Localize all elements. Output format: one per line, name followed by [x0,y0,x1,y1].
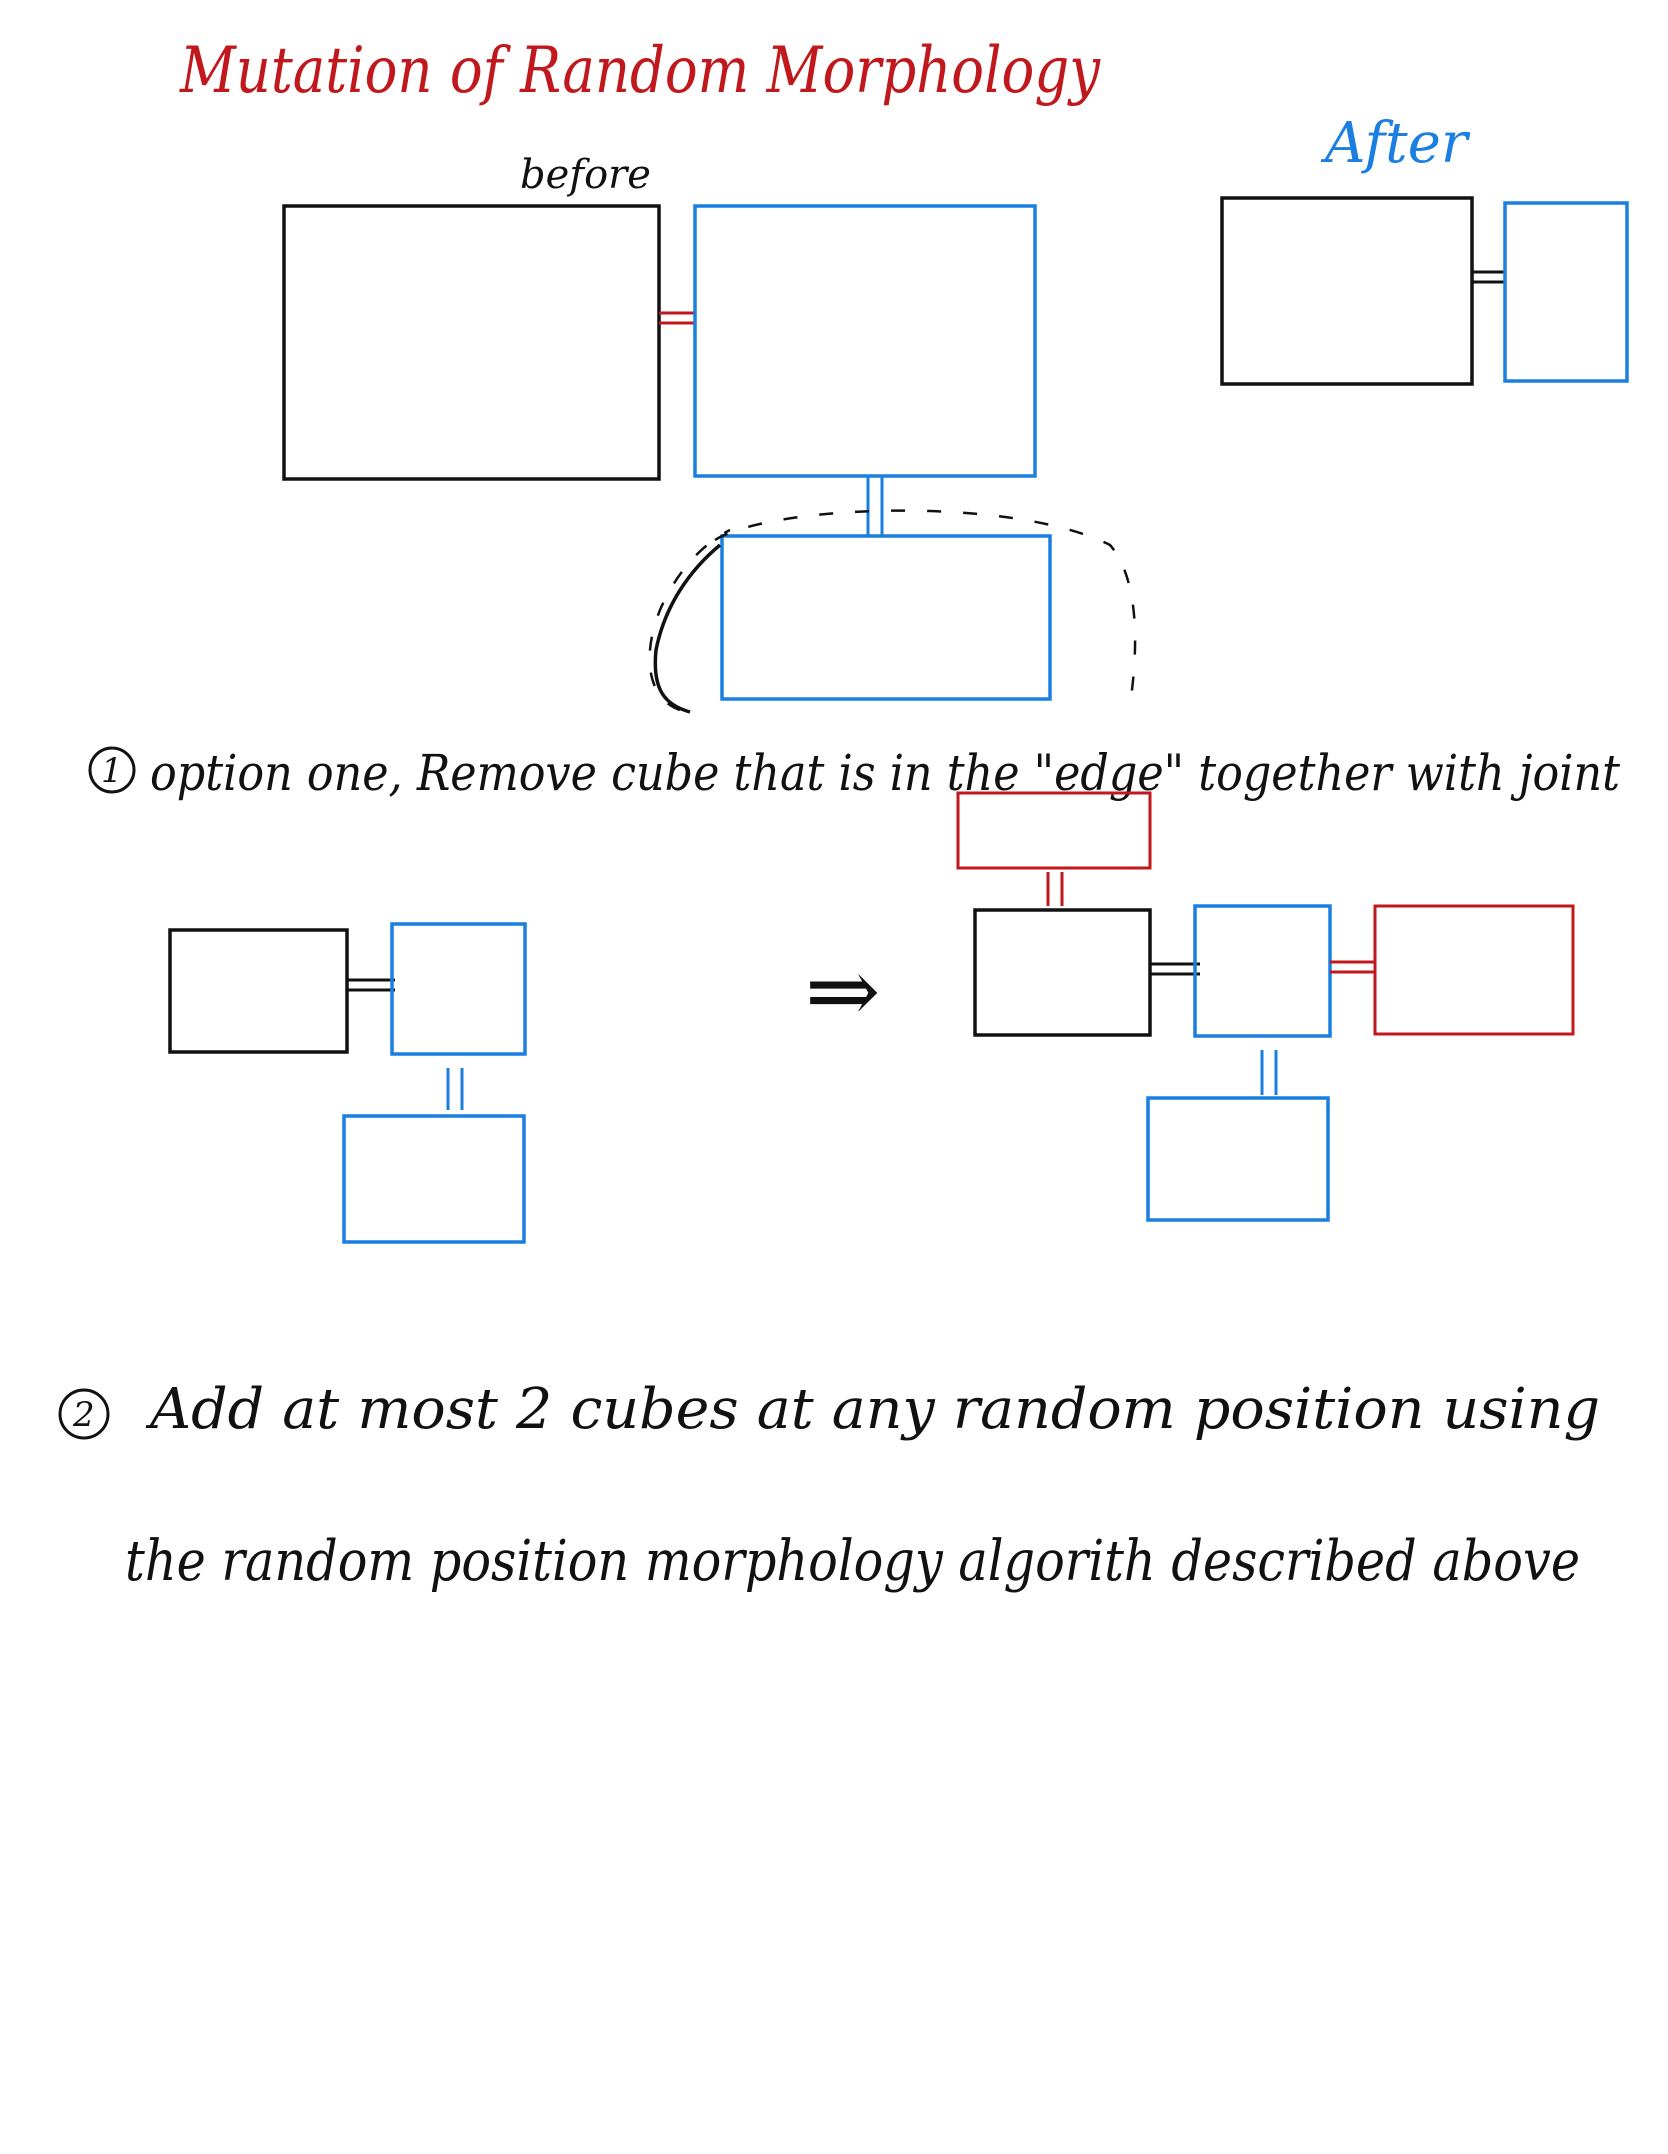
after-label: After [1320,111,1471,176]
example-left-blue-cube-right [390,922,527,1056]
example-right-red-joint-right [1330,960,1375,974]
diagram-title: Mutation of Random Morphology [179,34,1101,108]
option-two-marker [58,1388,110,1440]
before-red-joint [659,311,695,325]
option-two-line-2: the random position morphology algorith … [125,1529,1580,1594]
example-right-red-cube-top [956,791,1152,870]
before-black-cube [282,204,661,481]
edge-selection-arc [653,543,722,714]
after-black-cube [1220,196,1474,386]
example-right-blue-cube-right [1193,904,1332,1038]
option-one-text: option one, Remove cube that is in the "… [150,744,1621,802]
after-black-joint [1472,270,1505,284]
example-left-black-cube [168,928,349,1054]
example-right-red-joint-top [1046,872,1064,906]
example-right-blue-joint [1260,1050,1278,1095]
edge-selection-outline [648,509,1137,712]
option-two-line-1: Add at most 2 cubes at any random positi… [145,1377,1600,1442]
example-right-black-cube [973,908,1152,1037]
example-right-blue-cube-bottom [1146,1096,1330,1222]
before-label: before [520,152,651,198]
transform-arrow: ⇒ [805,939,880,1044]
option-two-number: 2 [72,1395,95,1435]
example-left-blue-cube-bottom [342,1114,526,1244]
example-right-red-cube-right [1373,904,1575,1036]
option-one-marker [88,746,136,794]
before-blue-joint [866,476,884,536]
example-left-blue-joint [446,1068,464,1110]
example-left-black-joint [347,978,395,992]
example-right-black-joint [1150,962,1200,976]
before-blue-cube-bottom [720,534,1052,701]
option-one-number: 1 [101,751,123,791]
before-blue-cube-right [693,204,1037,478]
after-blue-cube [1503,201,1629,383]
